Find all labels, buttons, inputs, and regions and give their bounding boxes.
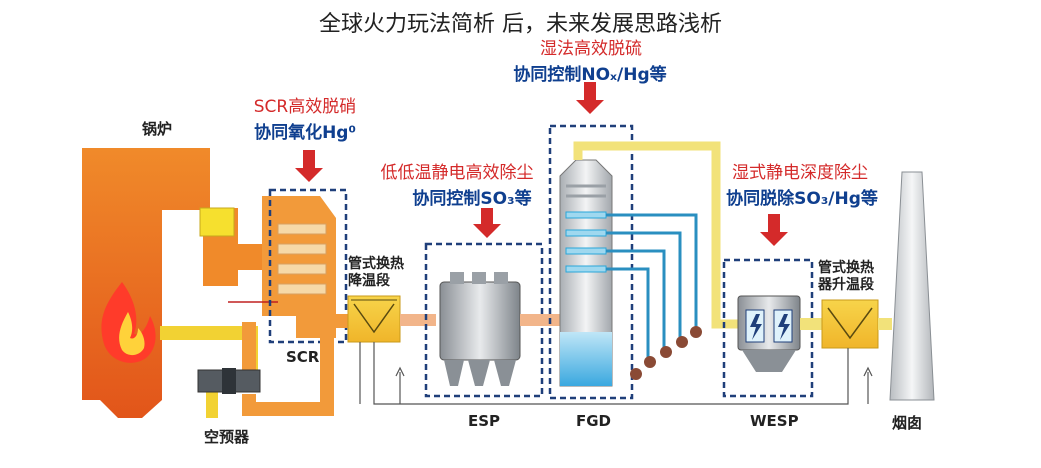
heat-exchanger-cooling bbox=[347, 295, 401, 343]
scr-annotation-red: SCR高效脱硝 bbox=[253, 97, 357, 117]
flame-icon bbox=[101, 282, 156, 363]
scr-reactor bbox=[228, 196, 336, 338]
slurry-pipes bbox=[606, 213, 698, 360]
air-preheater bbox=[197, 368, 261, 394]
label-hx-cooling: 管式换热 降温段 bbox=[348, 256, 404, 289]
lightning-icon bbox=[778, 314, 790, 340]
fgd-tower bbox=[559, 159, 613, 387]
fgd-dashed-box bbox=[548, 124, 634, 400]
label-chimney: 烟囱 bbox=[892, 414, 923, 432]
esp-annotation-blue: 协同控制SO₃等 bbox=[412, 189, 532, 209]
arrow-down-icon bbox=[576, 82, 604, 114]
wesp-annotation-blue: 协同脱除SO₃/Hg等 bbox=[726, 189, 878, 209]
duct-esp-fgd bbox=[520, 314, 560, 326]
scr-dashed-box bbox=[268, 188, 348, 344]
label-wesp: WESP bbox=[750, 412, 799, 430]
arrow-down-icon bbox=[760, 214, 788, 246]
arrow-down-icon bbox=[295, 150, 323, 182]
heat-exchanger-heating bbox=[821, 299, 879, 349]
wesp-annotation-red: 湿式静电深度除尘 bbox=[732, 163, 868, 183]
esp-unit bbox=[439, 272, 521, 386]
page-title: 全球火力玩法简析 后，未来发展思路浅析 bbox=[319, 12, 722, 37]
lightning-icon bbox=[750, 314, 762, 340]
fgd-annotation-red: 湿法高效脱硫 bbox=[540, 39, 642, 59]
label-boiler: 锅炉 bbox=[142, 120, 173, 138]
fgd-annotation-blue: 协同控制NOₓ/Hg等 bbox=[513, 65, 667, 85]
scr-annotation-blue: 协同氧化Hg⁰ bbox=[254, 123, 356, 143]
label-fgd: FGD bbox=[576, 412, 612, 430]
arrow-down-icon bbox=[473, 208, 501, 238]
label-hx-heating: 管式换热 器升温段 bbox=[818, 260, 874, 293]
label-scr: SCR bbox=[286, 348, 320, 366]
flue-duct-orange bbox=[242, 314, 350, 416]
label-esp: ESP bbox=[468, 412, 501, 430]
label-air-preheater: 空预器 bbox=[204, 428, 250, 446]
heat-loop bbox=[359, 342, 873, 405]
wesp-unit bbox=[737, 295, 801, 372]
duct-hx-esp bbox=[400, 314, 436, 326]
esp-annotation-red: 低低温静电高效除尘 bbox=[380, 163, 534, 183]
duct-wesp-hx bbox=[800, 318, 822, 330]
chimney bbox=[889, 171, 935, 401]
duct-hx-chimney bbox=[878, 318, 892, 330]
slurry-pumps bbox=[630, 326, 702, 380]
